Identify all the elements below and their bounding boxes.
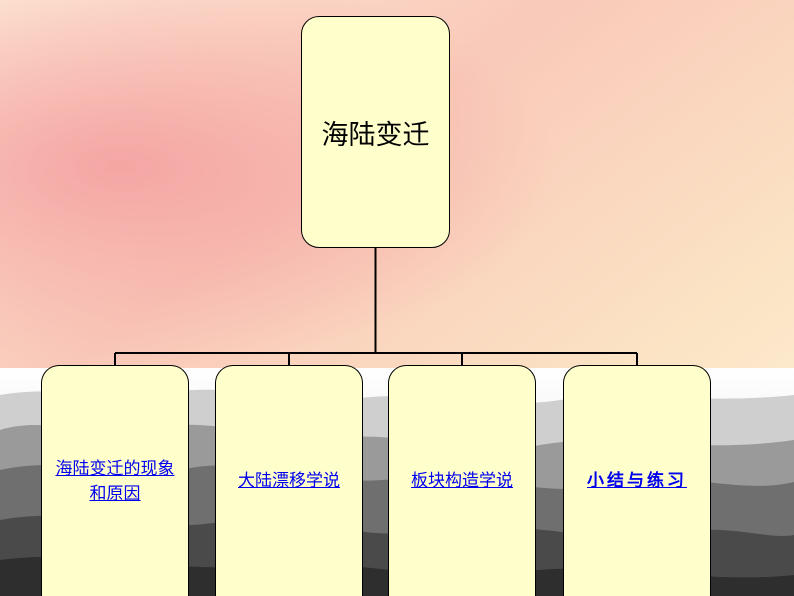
root-node-label: 海陆变迁 (321, 119, 430, 151)
link-phenomena-and-causes[interactable]: 海陆变迁的现象 和原因 (56, 457, 175, 506)
child-node-phenomena[interactable]: 海陆变迁的现象 和原因 (41, 365, 189, 596)
link-summary-exercises[interactable]: 小结与练习 (587, 471, 687, 492)
link-phenomena-line2: 和原因 (89, 483, 141, 504)
link-plate-tectonics[interactable]: 板块构造学说 (411, 471, 513, 492)
child-node-plate-tectonics[interactable]: 板块构造学说 (388, 365, 536, 596)
link-continental-drift[interactable]: 大陆漂移学说 (238, 471, 340, 492)
child-node-summary-exercises[interactable]: 小结与练习 (563, 365, 711, 596)
child-node-continental-drift[interactable]: 大陆漂移学说 (215, 365, 363, 596)
root-node: 海陆变迁 (301, 16, 450, 248)
link-phenomena-line1: 海陆变迁的现象 (55, 458, 175, 479)
